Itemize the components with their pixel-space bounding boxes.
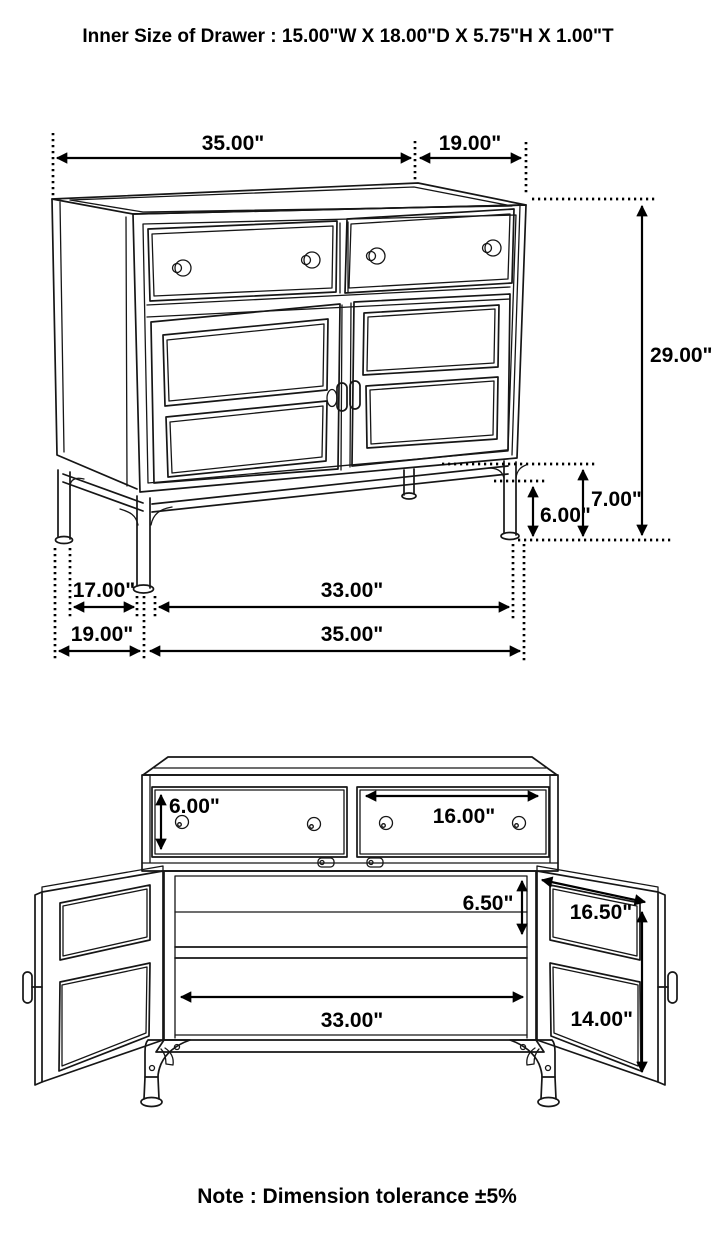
- open-view-drawing: [22, 756, 678, 1108]
- dim-base-depth-label: 19.00": [71, 623, 134, 646]
- dim-overall-height-label: 29.00": [650, 344, 713, 367]
- dim-top-depth-label: 19.00": [439, 132, 502, 155]
- dim-overall-height: 29.00": [518, 197, 713, 542]
- front-left-leg: [140, 1039, 191, 1108]
- right-door-handle: [657, 971, 678, 1004]
- dim-base-width: 35.00": [148, 544, 526, 661]
- dim-drawer-width: 16.00": [364, 790, 540, 828]
- dim-leg-inset-depth-label: 17.00": [73, 579, 136, 602]
- front-right-leg: [509, 1039, 560, 1108]
- dim-top-width: 35.00": [51, 132, 417, 197]
- dim-top-width-label: 35.00": [202, 132, 265, 155]
- dim-base-width-label: 35.00": [321, 623, 384, 646]
- dim-leg-clearance-side: 6.00": [494, 479, 591, 538]
- dim-base-depth: 19.00": [53, 548, 146, 661]
- dim-drawer-height: 6.00": [155, 793, 220, 851]
- dim-leg-clearance-front-label: 7.00": [591, 488, 642, 511]
- top-view-drawing: [51, 182, 527, 594]
- dim-shelf-spacing-label: 6.50": [463, 892, 514, 915]
- right-door-open: [536, 865, 678, 1086]
- dim-door-width: 16.50": [540, 876, 647, 924]
- dim-leg-clearance-front: 7.00": [442, 462, 642, 538]
- tolerance-note: Note : Dimension tolerance ±5%: [197, 1185, 517, 1208]
- dim-door-height: 14.00": [570, 910, 648, 1074]
- drawer-knobs: [171, 239, 502, 277]
- page-title: Inner Size of Drawer : 15.00"W X 18.00"D…: [82, 26, 614, 47]
- left-door-open: [22, 865, 164, 1086]
- dim-interior-width: 33.00": [179, 991, 525, 1032]
- dim-leg-span-width-label: 33.00": [321, 579, 384, 602]
- dim-leg-clearance-side-label: 6.00": [540, 504, 591, 527]
- dim-door-height-label: 14.00": [570, 1008, 633, 1031]
- dim-interior-width-label: 33.00": [321, 1009, 384, 1032]
- dim-leg-span-width: 33.00": [153, 544, 515, 619]
- door-latch: [326, 380, 361, 412]
- dim-top-depth: 19.00": [418, 132, 528, 196]
- drawer-latches: [317, 857, 384, 868]
- drawer-knobs-front: [174, 814, 527, 832]
- dim-leg-inset-depth: 17.00": [68, 548, 139, 619]
- dim-drawer-height-label: 6.00": [169, 795, 220, 818]
- dim-drawer-width-label: 16.00": [433, 805, 496, 828]
- cabinet-legs: [54, 460, 527, 594]
- dim-shelf-spacing: 6.50": [463, 879, 528, 936]
- left-door-handle: [22, 971, 43, 1004]
- dim-door-width-label: 16.50": [570, 901, 633, 924]
